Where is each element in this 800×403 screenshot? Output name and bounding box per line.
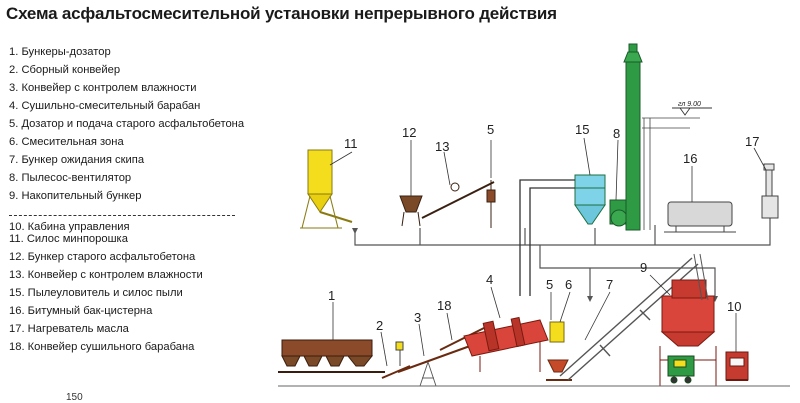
filler-silo <box>300 149 353 229</box>
legend-item: 8. Пылесос-вентилятор <box>9 171 132 184</box>
legend-item: 4. Сушильно-смесительный барабан <box>9 99 201 112</box>
reclaimed-doser-5 <box>486 180 496 228</box>
legend-separator <box>9 215 235 216</box>
legend-item: 9. Накопительный бункер <box>9 189 142 202</box>
moisture-sensor <box>395 341 404 366</box>
exhaust-stack <box>623 43 643 231</box>
legend-list: 1. Бункеры-дозатор 2. Сборный конвейер 3… <box>9 44 244 357</box>
callout-5-lower: 5 <box>546 277 553 292</box>
reclaimed-conveyor <box>421 181 495 219</box>
page-title: Схема асфальтосмесительной установки неп… <box>6 4 557 23</box>
callout-11: 11 <box>344 136 358 151</box>
legend-item: 6. Смесительная зона <box>9 135 124 148</box>
stack-ladder <box>642 117 700 230</box>
legend-item: 13. Конвейер с контролем влажности <box>9 269 203 282</box>
legend-item: 3. Конвейер с контролем влажности <box>9 81 197 94</box>
legend-item: 17. Нагреватель масла <box>9 323 129 336</box>
mixing-zone <box>549 321 565 343</box>
control-cabin <box>725 351 749 381</box>
oil-heater <box>761 163 779 219</box>
callout-17: 17 <box>745 134 759 149</box>
legend-item: 5. Дозатор и подача старого асфальтобето… <box>9 117 245 130</box>
callout-16: 16 <box>683 151 697 166</box>
legend-item: 7. Бункер ожидания скипа <box>9 153 145 166</box>
callout-9: 9 <box>640 260 647 275</box>
legend-item: 16. Битумный бак-цистерна <box>9 305 153 318</box>
legend-item: 12. Бункер старого асфальтобетона <box>9 251 196 264</box>
legend-item: 11. Силос минпорошка <box>9 233 128 246</box>
collecting-conveyor <box>381 345 471 379</box>
legend-item: 10. Кабина управления <box>9 221 130 234</box>
callout-12: 12 <box>402 125 416 140</box>
dust-collector <box>574 174 606 225</box>
callout-leaders <box>329 137 767 367</box>
legend-item: 1. Бункеры-дозатор <box>9 46 111 58</box>
skip-bin <box>546 359 572 381</box>
callout-6: 6 <box>565 277 572 292</box>
reclaimed-bin <box>399 195 423 227</box>
drying-drum <box>463 316 549 372</box>
cold-feed-bins <box>278 339 385 373</box>
bitumen-tank <box>664 201 736 233</box>
callout-7: 7 <box>606 277 613 292</box>
silo-mast <box>693 253 709 301</box>
callout-4: 4 <box>486 272 493 287</box>
callout-8: 8 <box>613 126 620 141</box>
callout-15: 15 <box>575 122 589 137</box>
callout-10: 10 <box>727 299 741 314</box>
exhaust-fan <box>609 199 629 227</box>
legend-item: 15. Пылеуловитель и силос пыли <box>9 287 183 300</box>
truck <box>667 355 695 384</box>
callout-1: 1 <box>328 288 335 303</box>
pipe-to-collector <box>519 179 575 296</box>
callout-5-upper: 5 <box>487 122 494 137</box>
callout-3: 3 <box>414 310 421 325</box>
upper-supply-lines <box>354 215 771 300</box>
elevation-label: гл 9.00 <box>678 101 701 108</box>
callout-2: 2 <box>376 318 383 333</box>
footer-stub: 150 <box>66 392 83 403</box>
legend-item: 2. Сборный конвейер <box>9 63 121 76</box>
callout-13: 13 <box>435 139 449 154</box>
flow-arrows <box>352 228 718 302</box>
legend-item: 18. Конвейер сушильного барабана <box>9 341 195 354</box>
conveyor-tower <box>419 361 437 387</box>
callout-18: 18 <box>437 298 451 313</box>
elevation-marker <box>672 107 712 116</box>
